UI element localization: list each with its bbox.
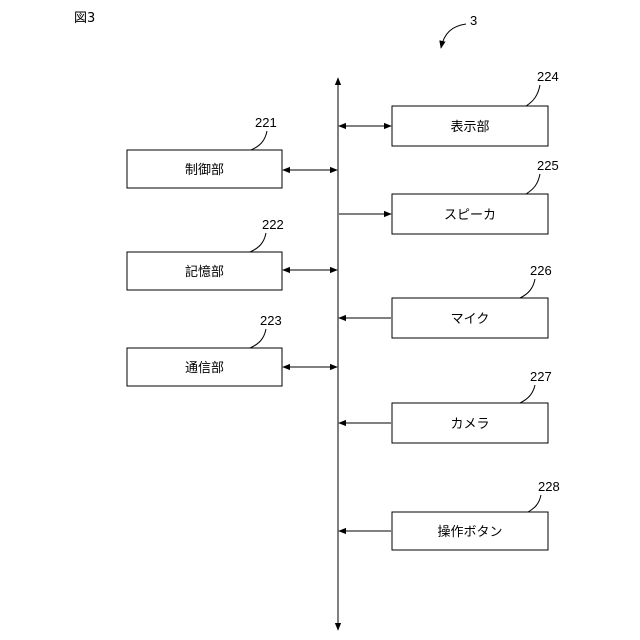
leader-line [520,385,535,403]
leader-line [250,329,266,348]
leader-line [528,495,541,512]
block-speaker: スピーカ 225 [392,158,559,234]
block-label: マイク [451,312,490,327]
leader-line [526,174,540,194]
leader-line [526,85,540,106]
block-label: カメラ [450,417,489,432]
system-ref-label: 3 [470,13,477,28]
block-camera: カメラ 227 [392,369,552,443]
ref-number: 226 [530,263,552,278]
block-operation-buttons: 操作ボタン 228 [392,479,560,550]
ref-number: 222 [262,217,284,232]
ref-number: 223 [260,313,282,328]
block-communication-unit: 通信部 223 [127,313,282,386]
block-label: 記憶部 [185,264,224,280]
ref-number: 227 [530,369,552,384]
ref-number: 221 [255,115,277,130]
block-microphone: マイク 226 [392,263,552,338]
leader-line [520,279,535,298]
figure-label: 図3 [74,11,95,26]
block-control-unit: 制御部 221 [127,115,282,188]
block-label: 通信部 [185,361,224,376]
ref-number: 225 [537,158,559,173]
ref-number: 228 [538,479,560,494]
leader-line [251,131,267,150]
system-ref-arrow [441,24,466,48]
ref-number: 224 [537,69,559,84]
block-label: 制御部 [185,163,224,178]
block-storage-unit: 記憶部 222 [127,217,284,290]
leader-line [250,233,266,252]
block-display-unit: 表示部 224 [392,69,559,146]
block-label: 表示部 [450,120,489,135]
block-label: 操作ボタン [437,524,502,540]
block-label: スピーカ [444,208,496,223]
